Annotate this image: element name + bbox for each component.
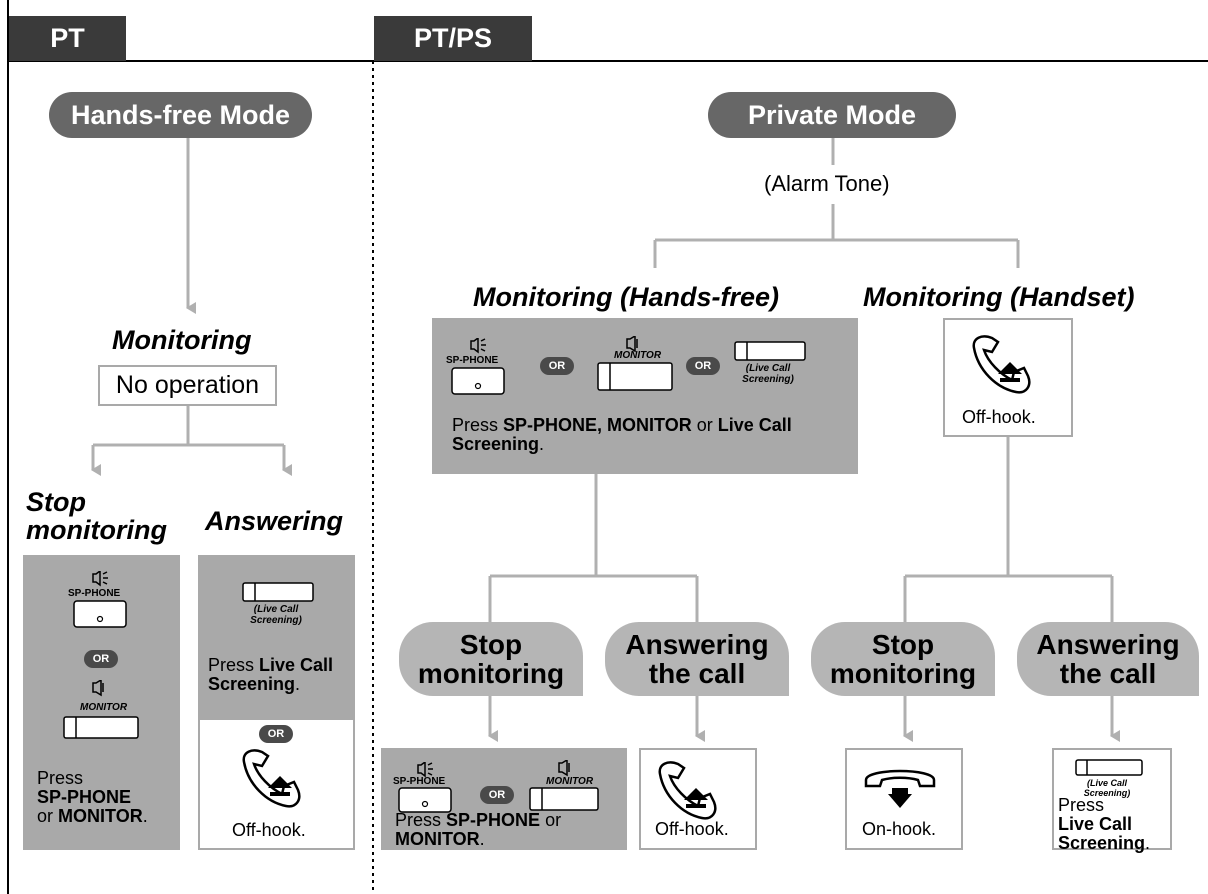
tab-pt: PT <box>9 16 126 61</box>
live-call-keyword: Live Call Screening <box>452 415 792 454</box>
period: . <box>539 434 545 454</box>
offhook-label: Off-hook. <box>962 407 1036 427</box>
monitoring-title: Monitoring <box>112 325 252 355</box>
live-call-key-icon <box>242 582 314 602</box>
live-call-label: (Live Call Screening) <box>250 604 302 626</box>
press-text: Press <box>452 415 499 435</box>
period: . <box>1145 833 1151 853</box>
live-call-button-icon: (Live Call Screening) <box>1074 758 1150 798</box>
sp-phone-button-icon: SP-PHONE <box>444 336 514 398</box>
handsfree-instructions: Press SP-PHONE, MONITOR or Live Call Scr… <box>452 416 852 454</box>
monitor-speaker-icon <box>63 678 139 739</box>
sp-phone-label: SP-PHONE <box>446 355 499 366</box>
offhook-label: Off-hook. <box>232 820 306 840</box>
stop-instructions-2: Press SP-PHONE or MONITOR. <box>395 811 623 849</box>
monitor-keyword: MONITOR <box>58 806 143 826</box>
press-text: Press <box>1058 795 1105 815</box>
offhook-label: Off-hook. <box>655 819 729 839</box>
monitor-label: MONITOR <box>80 702 128 713</box>
answering-title: Answering <box>205 506 344 536</box>
monitor-label: MONITOR <box>614 350 662 361</box>
answering-grey-panel <box>198 555 355 718</box>
answering-call-node-1: Answering the call <box>605 622 789 696</box>
live-call-label: (Live Call Screening) <box>1083 778 1131 798</box>
stop-monitoring-title: Stop monitoring <box>26 487 167 545</box>
monitor-label: MONITOR <box>546 776 594 787</box>
live-call-keyword: Live Call Screening <box>1058 814 1146 853</box>
live-call-button-icon: (Live Call Screening) <box>241 581 317 627</box>
or-badge: OR <box>259 725 293 743</box>
speaker-icon <box>398 760 452 813</box>
alarm-tone: (Alarm Tone) <box>764 171 890 196</box>
monitoring-handset-title: Monitoring (Handset) <box>863 282 1135 312</box>
speaker-icon <box>451 336 505 395</box>
no-operation-box: No operation <box>98 365 277 406</box>
or-badge: OR <box>84 650 118 668</box>
stop-instructions: Press SP-PHONE or MONITOR. <box>37 769 177 826</box>
period: . <box>479 829 485 849</box>
stop-monitoring-node-2: Stop monitoring <box>811 622 995 696</box>
or-text: or <box>545 810 562 830</box>
live-call-key-icon <box>734 341 806 361</box>
monitor-button-icon: MONITOR <box>62 678 142 740</box>
monitor-keyword: MONITOR <box>395 829 480 849</box>
monitor-button-icon: MONITOR <box>596 334 676 396</box>
or-badge: OR <box>480 786 514 804</box>
stop-monitoring-node-1: Stop monitoring <box>399 622 583 696</box>
live-call-keyword: Live Call Screening <box>208 655 334 694</box>
hands-free-mode-node: Hands-free Mode <box>49 92 312 138</box>
handset-offhook-icon <box>658 761 717 820</box>
sp-phone-button-icon: SP-PHONE <box>391 760 461 822</box>
period: . <box>142 806 148 826</box>
no-operation-label: No operation <box>115 371 260 399</box>
live-call-label: (Live Call Screening) <box>742 363 794 385</box>
answer-instructions: Press Live Call Screening. <box>208 656 356 694</box>
monitor-speaker-icon <box>597 334 673 391</box>
live-call-button-icon: (Live Call Screening) <box>733 340 809 386</box>
monitor-speaker-icon <box>529 758 599 811</box>
or-badge: OR <box>686 357 720 375</box>
sp-phone-button-icon: SP-PHONE <box>66 569 136 631</box>
period: . <box>295 674 301 694</box>
or-text: or <box>37 806 54 826</box>
press-text: Press <box>37 768 84 788</box>
press-text: Press <box>395 810 442 830</box>
monitor-button-icon: MONITOR <box>528 758 608 820</box>
live-call-key-icon <box>1075 759 1143 776</box>
live-call-instructions: Press Live Call Screening. <box>1058 796 1170 853</box>
monitoring-handsfree-title: Monitoring (Hands-free) <box>473 282 779 312</box>
private-mode-node: Private Mode <box>708 92 956 138</box>
handset-offhook-icon <box>242 749 301 808</box>
sp-phone-keyword: SP-PHONE <box>446 810 541 830</box>
tab-ptps: PT/PS <box>374 16 532 61</box>
press-text: Press <box>208 655 255 675</box>
onhook-label: On-hook. <box>862 819 937 839</box>
or-badge: OR <box>540 357 574 375</box>
speaker-icon <box>73 569 127 628</box>
sp-phone-keyword: SP-PHONE <box>37 787 132 807</box>
or-text: or <box>696 415 713 435</box>
answering-call-node-2: Answering the call <box>1017 622 1199 696</box>
sp-phone-monitor-keyword: SP-PHONE, MONITOR <box>503 415 692 435</box>
sp-phone-label: SP-PHONE <box>68 588 121 599</box>
handset-onhook-icon <box>864 769 936 808</box>
sp-phone-label: SP-PHONE <box>393 776 446 787</box>
handset-offhook-icon <box>972 335 1031 394</box>
